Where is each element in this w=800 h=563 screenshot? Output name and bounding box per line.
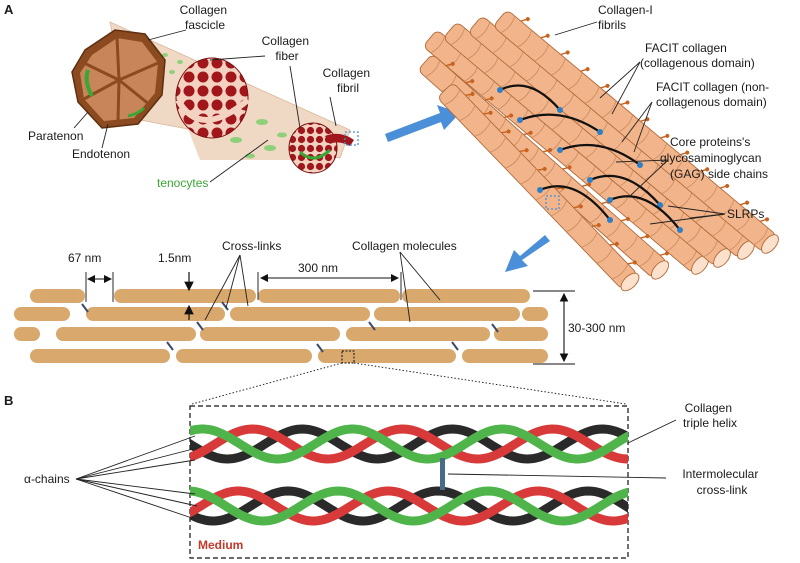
collagen-molecule: [258, 289, 400, 303]
cross-link-mark: [81, 303, 89, 313]
gag-side-chain: [607, 195, 683, 233]
collagen-molecule: [494, 327, 548, 341]
fibril-zoom-box: [344, 131, 359, 146]
endotenon-label: Endotenon: [72, 147, 130, 161]
collagen-i-fibrils-label: Collagen-I fibrils: [598, 3, 656, 32]
fibril-molecule-zoom-box: [545, 195, 560, 210]
tendon-hierarchy: [71, 21, 359, 183]
paratenon-label: Paratenon: [28, 129, 83, 143]
triple-helix-label: Collagen triple helix: [683, 401, 737, 430]
alpha-chain: [190, 424, 628, 464]
alpha-chain: [190, 424, 628, 464]
collagen-molecule: [114, 289, 256, 303]
gag-side-chain: [497, 84, 563, 113]
collagen-fascicle-label: Collagen fascicle: [180, 3, 231, 32]
gag-side-chain: [557, 143, 643, 168]
facit-noncollagenous-label: FACIT collagen (non- collagenous domain): [656, 80, 773, 109]
collagen-molecule: [86, 307, 225, 321]
cross-links-label: Cross-links: [222, 239, 281, 253]
core-proteins-label: Core proteins's glycosaminoglycan (GAG) …: [660, 135, 768, 181]
triple-helix: [190, 486, 628, 526]
fibril-bundle: [419, 11, 779, 292]
alpha-chains-leaders: [75, 435, 198, 520]
collagen-molecule: [346, 327, 490, 341]
molecule-zoom-box: [341, 350, 355, 364]
panel-b-letter: B: [4, 393, 13, 408]
collagen-molecule-array: [14, 289, 548, 363]
triple-helix-leader: [627, 419, 677, 444]
zoom-arrow-down: [505, 235, 550, 272]
alpha-chain: [190, 486, 628, 526]
collagen-fiber-label: Collagen fiber: [262, 34, 313, 63]
zoom-arrow-right: [385, 105, 460, 142]
fibril-bundle-leaders: [554, 21, 726, 225]
slrps-label: SLRPs: [727, 207, 764, 221]
dim-30-300nm-label: 30-300 nm: [568, 321, 625, 335]
zoom-projection-right: [353, 362, 627, 405]
collagen-molecule: [374, 307, 520, 321]
zoom-projection-left: [191, 362, 343, 405]
collagen-molecule: [56, 327, 196, 341]
medium-label: Medium: [198, 538, 243, 552]
gag-side-chain: [587, 174, 663, 208]
collagen-molecule: [14, 327, 40, 341]
cross-link-mark: [491, 323, 499, 333]
collagen-fibril-label: Collagen fibril: [323, 66, 374, 95]
collagen-molecule: [14, 307, 70, 321]
fibril-cross-section: [288, 122, 354, 174]
dim-1-5nm-label: 1.5nm: [158, 251, 191, 265]
collagen-molecule: [318, 349, 456, 363]
fascicle-cross-section: [71, 29, 166, 129]
dim-67nm-label: 67 nm: [68, 251, 101, 265]
triple-helices: [190, 424, 628, 526]
collagen-molecule: [176, 349, 312, 363]
cross-link-mark: [368, 321, 376, 331]
facit-collagenous-label: FACIT collagen (collagenous domain): [640, 41, 755, 70]
alpha-chains-label: α-chains: [24, 472, 70, 486]
gag-side-chain: [517, 113, 603, 135]
collagen-fibril-cylinder: [439, 84, 640, 292]
collagen-molecule: [462, 349, 548, 363]
alpha-chain: [190, 486, 628, 526]
cross-link-mark: [166, 341, 174, 351]
fiber-cross-section: [175, 57, 250, 139]
intermolecular-label: Intermolecular cross-link: [682, 467, 761, 497]
collagen-molecule: [230, 307, 370, 321]
tenocytes-label: tenocytes: [157, 176, 208, 190]
collagen-fibril-cylinder: [419, 55, 670, 280]
molecule-dimensions: [85, 251, 575, 365]
collagen-fibril-cylinder: [494, 11, 779, 254]
collagen-molecule: [30, 289, 85, 303]
dim-300nm-label: 300 nm: [298, 261, 338, 275]
cross-link-mark: [451, 341, 459, 351]
collagen-molecule: [402, 289, 530, 303]
collagen-molecules-label: Collagen molecules: [352, 239, 457, 253]
cross-link-mark: [316, 343, 324, 353]
triple-helix: [190, 424, 628, 464]
intermolecular-leader: [447, 473, 667, 479]
collagen-molecule: [200, 327, 340, 341]
cross-link-mark: [221, 301, 229, 311]
collagen-molecule: [522, 307, 548, 321]
panel-a-letter: A: [4, 2, 14, 17]
intermolecular-cross-link-bar: [440, 458, 445, 490]
collagen-molecule: [30, 349, 170, 363]
gag-side-chain: [537, 185, 613, 223]
cross-link-mark: [196, 321, 204, 331]
